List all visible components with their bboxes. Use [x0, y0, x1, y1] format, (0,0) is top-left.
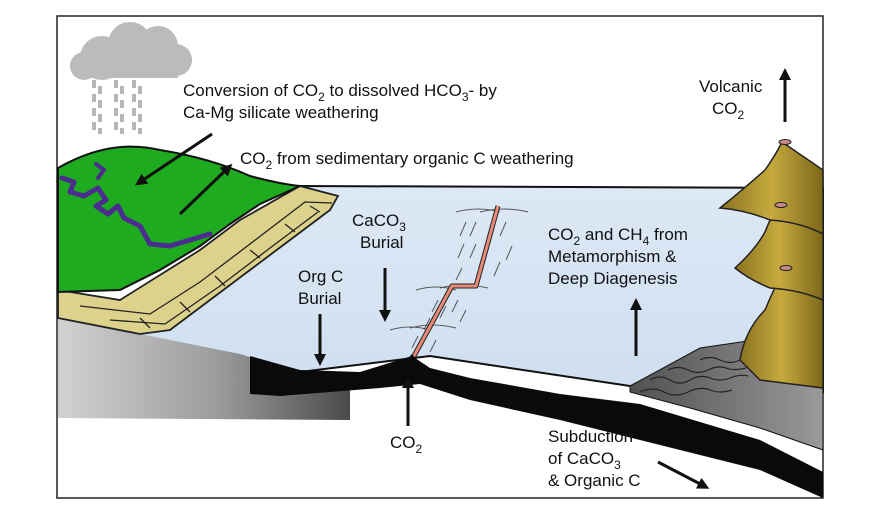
sediment-wedge — [57, 185, 340, 335]
label-org-c-burial-line2: Burial — [298, 289, 341, 308]
arrow-silicate-weathering — [135, 132, 213, 186]
label-volcanic-line1: Volcanic — [699, 77, 763, 96]
label-silicate-weathering-line2: Ca-Mg silicate weathering — [183, 103, 379, 122]
sediment-layers — [79, 201, 333, 329]
rain-cloud-icon — [70, 22, 192, 80]
label-subduction-line1: Subduction — [548, 427, 633, 446]
rain-drops — [92, 80, 142, 134]
metamorphic-lines — [639, 356, 761, 396]
label-caco3-burial-line1: CaCO3 — [352, 211, 406, 234]
ridge-rift — [412, 205, 500, 357]
arrow-organic-weathering — [178, 163, 233, 216]
label-volcanic-line2: CO2 — [712, 99, 745, 122]
volcano-upper — [718, 140, 824, 236]
label-org-c-burial-line1: Org C — [298, 267, 343, 286]
label-ridge-co2: CO2 — [390, 433, 423, 456]
label-metamorphism-line1: CO2 and CH4 from — [548, 225, 688, 248]
label-organic-weathering: CO2 from sedimentary organic C weatherin… — [240, 149, 574, 172]
arrow-subduction — [657, 460, 710, 489]
river-tributary — [94, 162, 107, 180]
ridge-fractures — [389, 208, 529, 353]
volcano-vent-upper — [778, 139, 792, 145]
label-metamorphism-line3: Deep Diagenesis — [548, 269, 677, 288]
label-metamorphism-line2: Metamorphism & — [548, 247, 677, 266]
flux-arrows — [135, 68, 791, 489]
label-subduction-line2: of CaCO3 — [548, 449, 621, 472]
label-subduction-line3: & Organic C — [548, 471, 641, 490]
ridge-peak — [395, 354, 428, 372]
volcano-vent-middle — [774, 202, 788, 208]
river — [59, 175, 213, 249]
volcanoes — [718, 139, 824, 389]
volcano-vent-lower — [779, 265, 793, 271]
oceanic-crust — [250, 356, 823, 498]
label-silicate-weathering-line1: Conversion of CO2 to dissolved HCO3- by — [183, 81, 497, 104]
label-caco3-burial-line2: Burial — [360, 233, 403, 252]
